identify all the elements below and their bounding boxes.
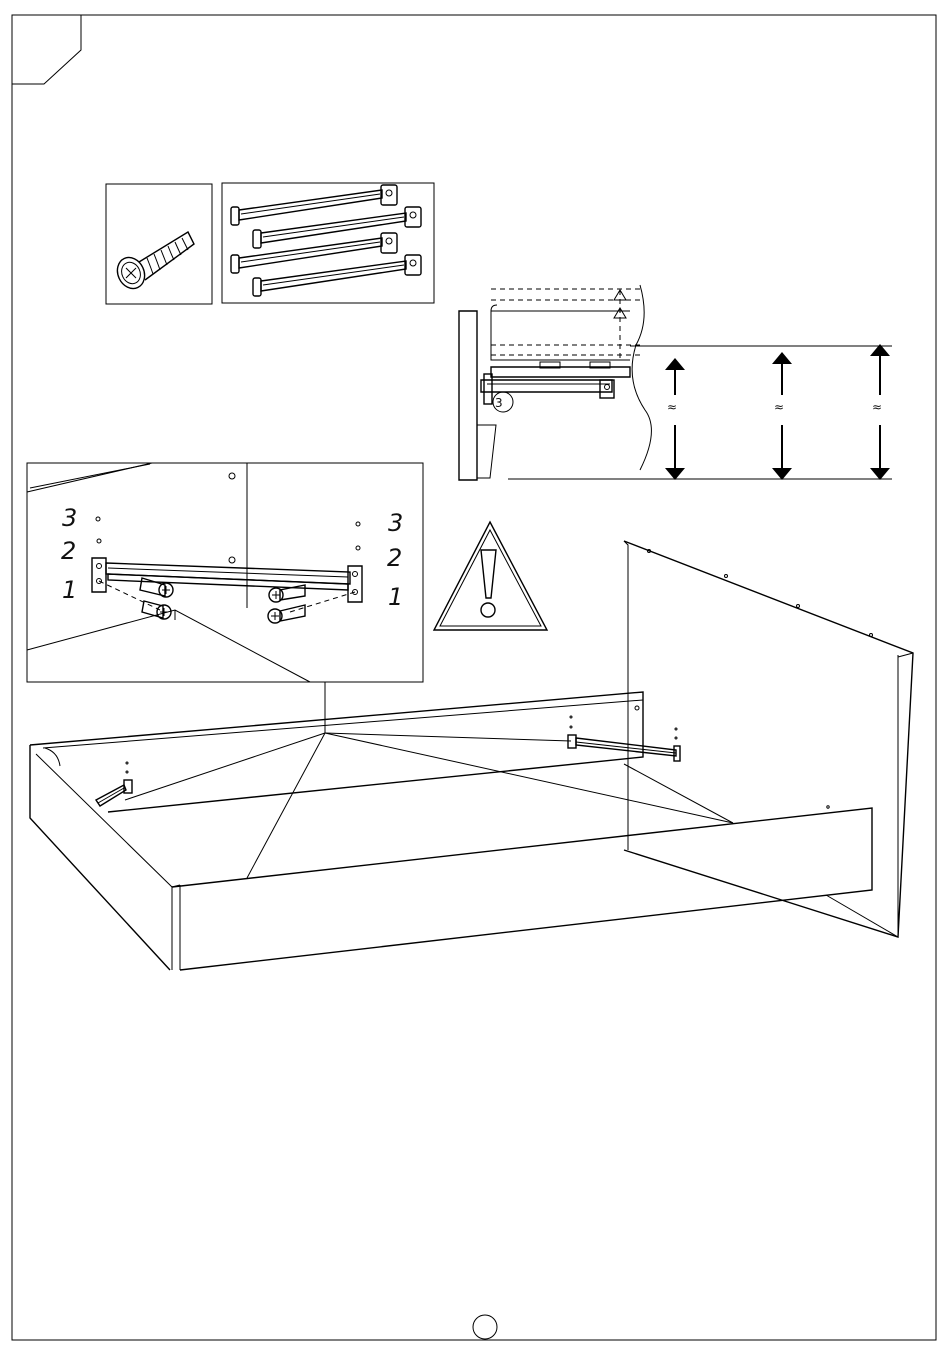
right-position-2: 2 <box>387 544 402 572</box>
approx-symbol-3: ≈ <box>872 400 882 414</box>
right-position-1: 1 <box>388 583 403 611</box>
bracket-rail-icon <box>231 185 421 296</box>
bracket-hardware-box <box>222 183 434 303</box>
height-adjustment-detail: 3 ≈ ≈ ≈ <box>459 285 893 480</box>
height-detail-hole-label: 3 <box>495 396 503 410</box>
screw-hardware-box <box>106 184 212 304</box>
screw-icon <box>142 601 171 619</box>
bracket-position-detail: 3 2 1 3 2 1 <box>27 463 423 682</box>
approx-symbol-1: ≈ <box>667 400 677 414</box>
page-number-badge <box>473 1315 497 1339</box>
screw-icon <box>112 232 194 293</box>
bracket-rail-in-detail <box>92 558 362 602</box>
left-position-3: 3 <box>62 504 77 532</box>
screw-icon <box>268 605 305 623</box>
height-dimension-arrows: ≈ ≈ ≈ <box>662 344 893 480</box>
left-position-2: 2 <box>61 537 76 565</box>
frame-bracket-right <box>568 716 680 761</box>
page-frame <box>12 15 936 1340</box>
detail-leader-lines <box>125 682 733 878</box>
approx-symbol-2: ≈ <box>774 400 784 414</box>
right-position-3: 3 <box>388 509 403 537</box>
warning-exclamation-icon <box>434 522 547 630</box>
left-position-1: 1 <box>62 576 77 604</box>
